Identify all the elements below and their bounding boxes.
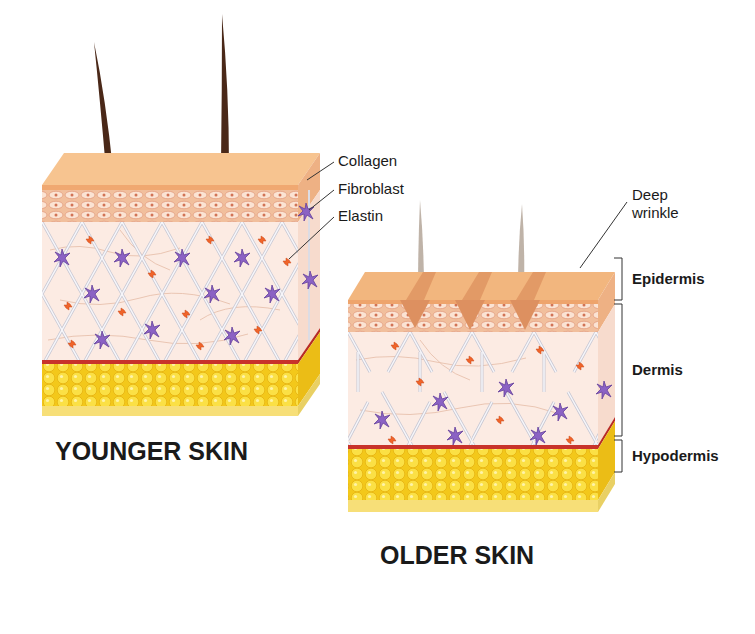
part-label: Collagen [338,152,397,170]
epidermis-layer [42,185,298,222]
fibroblast-cells [54,203,318,349]
elastin-fibers [388,342,584,444]
block-title: YOUNGER SKIN [55,436,248,466]
collagen-fibers [348,332,598,445]
part-label: Fibroblast [338,180,404,198]
layer-label: Hypodermis [632,447,719,465]
fat-layer [348,449,598,500]
layer-brackets [614,258,622,472]
fat-bottom-side [298,374,320,416]
fat-bottom-side [598,472,615,512]
wrinkles [400,272,546,330]
epidermis-layer [348,300,598,332]
collagen-fibers [42,222,298,362]
skin-top-edge [42,185,298,190]
leader-lines [289,162,627,268]
hair [94,42,113,170]
fibroblast-cells [374,379,612,445]
layer-label: Epidermis [632,270,705,288]
fat-bottom [42,406,298,416]
fat-layer [42,364,298,406]
part-label: Elastin [338,207,383,225]
fat-bottom [348,500,598,512]
blood-vessel [42,360,298,364]
elastin-fibers [64,236,291,350]
part-label: Deep wrinkle [632,186,702,222]
younger-skin-block [42,14,320,416]
dermis-layer [348,332,598,445]
dermis-layer [42,222,298,362]
skin-surface [42,153,320,185]
blood-vessel [348,445,598,449]
older-skin-block [348,200,615,512]
layer-label: Dermis [632,361,683,379]
block-title: OLDER SKIN [380,540,534,570]
hair [221,14,229,166]
skin-surface [348,272,615,300]
